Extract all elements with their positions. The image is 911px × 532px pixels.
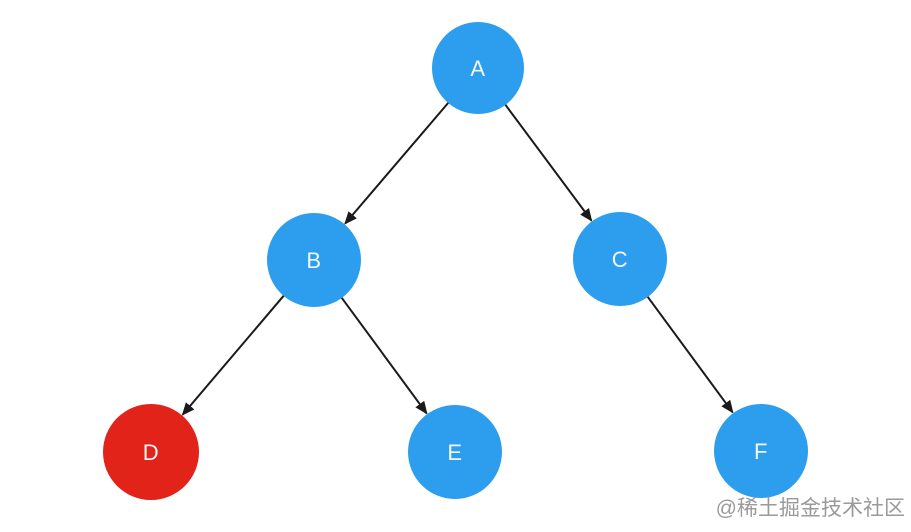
- edge-b-d: [181, 293, 286, 416]
- node-d-label: D: [143, 440, 159, 465]
- edge-a-b: [344, 100, 451, 225]
- node-a-circle: [432, 22, 524, 114]
- node-b: B: [267, 213, 361, 307]
- node-e-circle: [408, 405, 502, 499]
- node-f-circle: [714, 404, 808, 498]
- node-c-circle: [573, 212, 667, 306]
- node-f: F: [714, 404, 808, 498]
- node-d: D: [103, 404, 199, 500]
- edge-a-c: [503, 102, 593, 222]
- edge-b-e: [339, 295, 428, 415]
- node-b-circle: [267, 213, 361, 307]
- node-d-circle: [103, 404, 199, 500]
- edge-c-f: [645, 294, 734, 414]
- node-c: C: [573, 212, 667, 306]
- node-a: A: [432, 22, 524, 114]
- node-a-label: A: [470, 56, 485, 81]
- node-b-label: B: [306, 248, 321, 273]
- node-f-label: F: [754, 439, 768, 464]
- node-e-label: E: [447, 440, 462, 465]
- node-e: E: [408, 405, 502, 499]
- node-c-label: C: [612, 247, 628, 272]
